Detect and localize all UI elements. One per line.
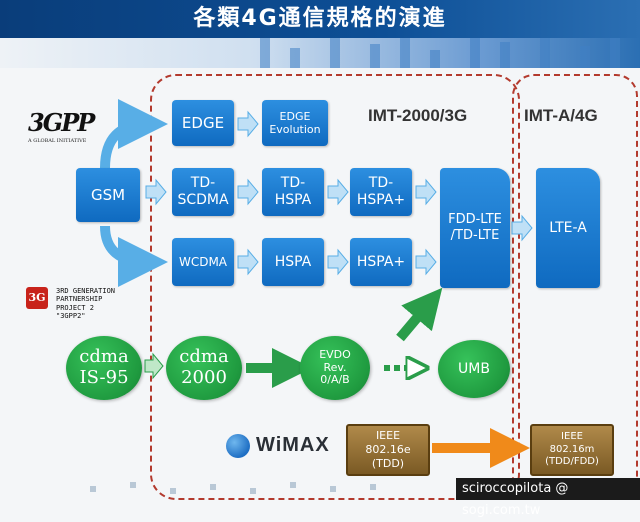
wimax-icon bbox=[226, 434, 250, 458]
arrow-gsm-to-tdscdma bbox=[145, 178, 167, 206]
node-td-scdma: TD- SCDMA bbox=[172, 168, 234, 216]
arrow-gsm-to-wcdma bbox=[100, 225, 168, 287]
arrow-is95-to-cdma2000 bbox=[144, 352, 164, 380]
page-title: 各類4G通信規格的演進 bbox=[0, 0, 640, 38]
node-gsm: GSM bbox=[76, 168, 140, 222]
logo-3gpp-tagline: A GLOBAL INITIATIVE bbox=[28, 138, 87, 144]
node-wcdma: WCDMA bbox=[172, 238, 234, 286]
node-ieee-80216m: IEEE 802.16m (TDD/FDD) bbox=[530, 424, 614, 476]
node-cdma-is95: cdma IS-95 bbox=[66, 336, 142, 400]
watermark: sciroccopilota @ sogi.com.tw bbox=[456, 478, 640, 518]
node-edge-evolution: EDGE Evolution bbox=[262, 100, 328, 146]
arrow-gsm-to-edge bbox=[100, 99, 168, 169]
footer-dots bbox=[90, 482, 376, 494]
arrow-tdhspa-to-plus bbox=[327, 178, 349, 206]
arrow-hspaplus-to-lte bbox=[415, 248, 437, 276]
logo-3gpp-mark: 3GPP bbox=[28, 108, 95, 137]
logo-3gpp2-badge: 3G bbox=[26, 287, 48, 309]
connector-arrows bbox=[100, 99, 533, 468]
logo-wimax-text: WiMAX bbox=[256, 434, 330, 456]
arrow-lte-to-ltea bbox=[511, 214, 533, 242]
node-lte-a: LTE-A bbox=[536, 168, 600, 288]
node-umb: UMB bbox=[438, 340, 510, 398]
node-td-hspa-plus: TD- HSPA+ bbox=[350, 168, 412, 216]
region-imta-label: IMT-A/4G bbox=[524, 106, 598, 125]
header-decoration bbox=[0, 38, 640, 68]
logo-3gpp2-text: 3RD GENERATION PARTNERSHIP PROJECT 2 "3G… bbox=[56, 287, 116, 321]
arrow-edge-to-evo bbox=[237, 110, 259, 138]
node-ieee-80216e: IEEE 802.16e (TDD) bbox=[346, 424, 430, 476]
node-fdd-lte: FDD-LTE /TD-LTE bbox=[440, 168, 510, 288]
node-evdo: EVDO Rev. 0/A/B bbox=[300, 336, 370, 400]
region-imt2000-border bbox=[150, 74, 520, 500]
arrow-tdplus-to-lte bbox=[415, 178, 437, 206]
arrow-evdo-to-fddlte bbox=[396, 287, 443, 342]
arrow-wcdma-to-hspa bbox=[237, 248, 259, 276]
region-imt2000-label: IMT-2000/3G bbox=[368, 106, 468, 125]
node-edge: EDGE bbox=[172, 100, 234, 146]
node-hspa: HSPA bbox=[262, 238, 324, 286]
node-hspa-plus: HSPA+ bbox=[350, 238, 412, 286]
node-td-hspa: TD- HSPA bbox=[262, 168, 324, 216]
arrow-hspa-to-plus bbox=[327, 248, 349, 276]
arrow-td-to-tdhspa bbox=[237, 178, 259, 206]
node-cdma2000: cdma 2000 bbox=[166, 336, 242, 400]
logo-3gpp: 3GPP A GLOBAL INITIATIVE bbox=[28, 108, 95, 144]
